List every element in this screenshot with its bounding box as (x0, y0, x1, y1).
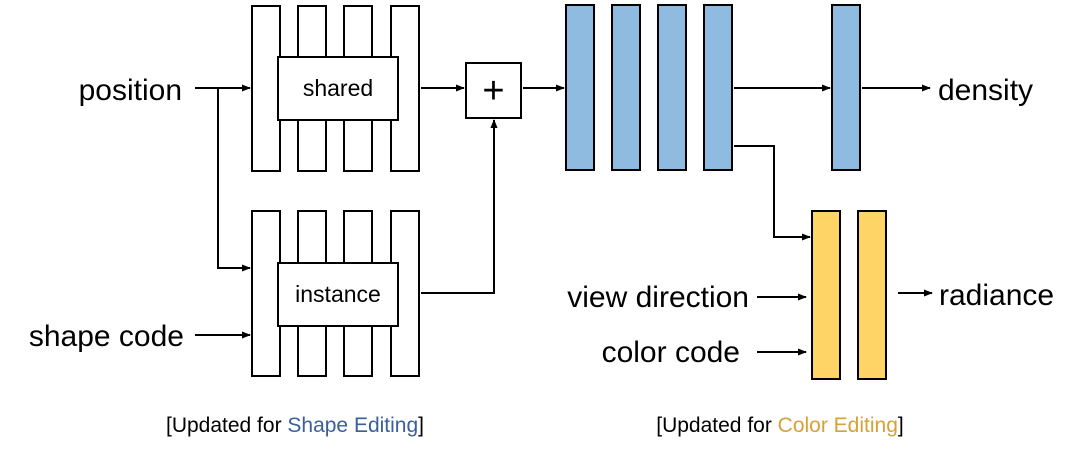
shared-mlp: shared (251, 5, 420, 172)
arrow-instance-to-sum (421, 119, 498, 294)
color-code-label: color code (602, 336, 740, 369)
instance-mlp: instance (251, 210, 420, 377)
arrow-trunk-to-radiance-head (734, 145, 811, 241)
sum-node (465, 62, 522, 119)
shared-label: shared (303, 75, 373, 101)
radiance-layer-1 (811, 210, 841, 380)
trunk-layer-2 (611, 4, 641, 171)
density-head-layer (831, 4, 861, 171)
shape-caption-suffix: ] (418, 414, 424, 437)
color-caption-prefix: [Updated for (656, 414, 777, 437)
instance-layer-1 (251, 210, 281, 377)
shared-layer-1 (251, 5, 281, 172)
instance-label: instance (295, 281, 381, 307)
color-caption-suffix: ] (898, 414, 904, 437)
connectors (195, 84, 933, 356)
plus-sign: + (482, 70, 504, 112)
color-caption-highlight: Color Editing (778, 414, 898, 437)
color-editing-caption: [Updated for Color Editing] (656, 414, 903, 437)
shape-caption-prefix: [Updated for (166, 414, 287, 437)
trunk-layer-4 (703, 4, 733, 171)
trunk-layer-1 (565, 4, 595, 171)
density-label: density (938, 74, 1033, 107)
shape-caption-highlight: Shape Editing (287, 414, 418, 437)
arrow-position-to-instance (217, 88, 251, 272)
shape-code-label: shape code (29, 320, 184, 353)
view-direction-label: view direction (567, 281, 749, 314)
radiance-layer-2 (857, 210, 887, 380)
shared-box (277, 56, 399, 121)
shape-editing-caption: [Updated for Shape Editing] (166, 414, 424, 437)
instance-box (277, 262, 399, 327)
radiance-label: radiance (939, 279, 1054, 312)
position-label: position (79, 74, 182, 107)
trunk-mlp (565, 4, 733, 171)
trunk-layer-3 (657, 4, 687, 171)
